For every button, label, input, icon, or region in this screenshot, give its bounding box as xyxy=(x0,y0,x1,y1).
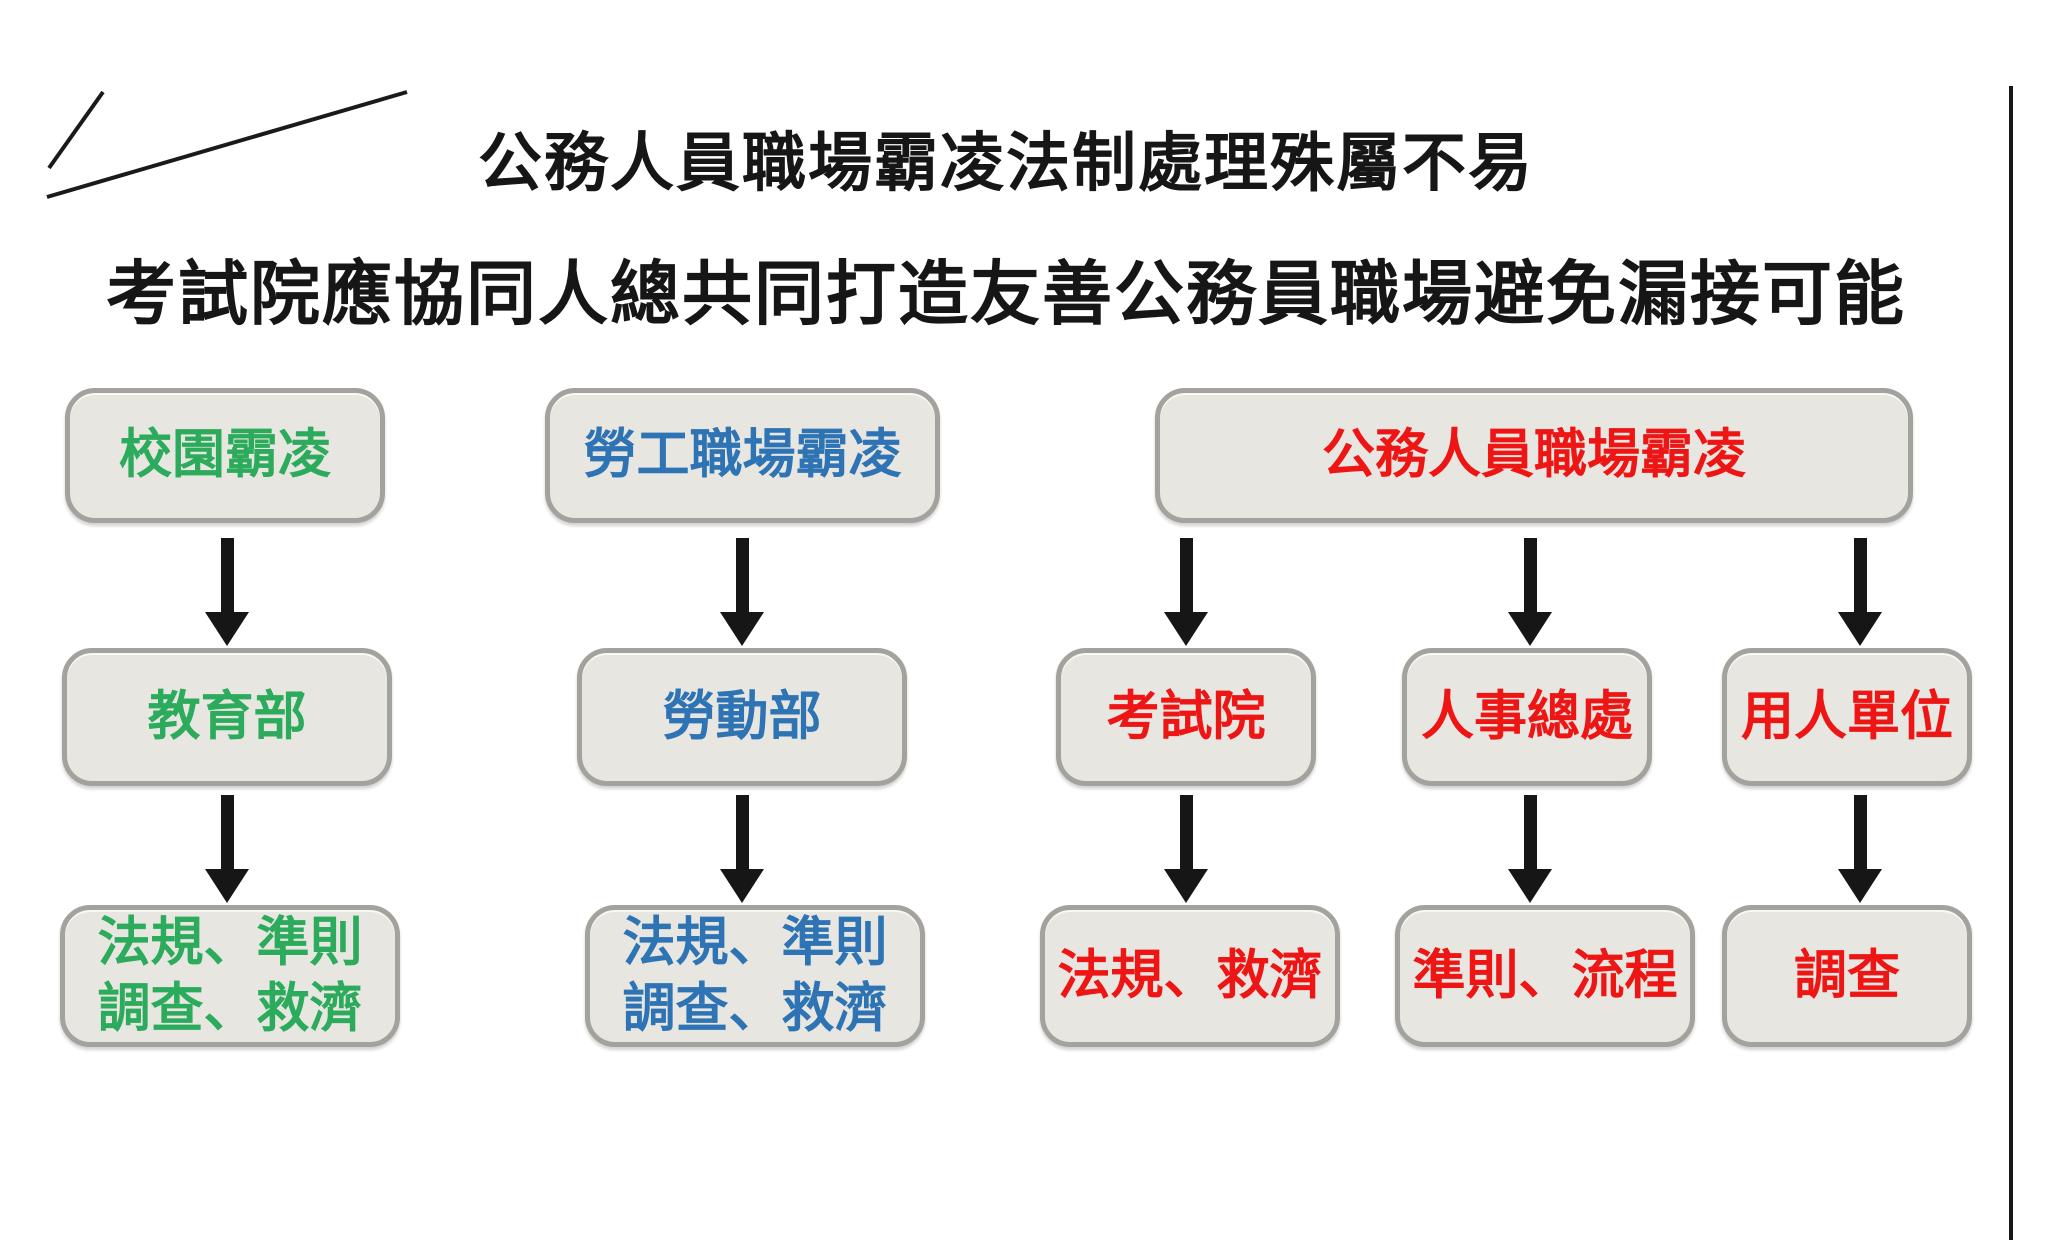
arrow-down-icon xyxy=(1838,795,1882,903)
arrow-down-icon xyxy=(720,795,764,903)
node-civil-servant-workplace-bullying: 公務人員職場霸凌 xyxy=(1155,388,1913,523)
node-exam-yuan-measures: 法規、救濟 xyxy=(1040,905,1340,1047)
arrow-down-icon xyxy=(1508,538,1552,646)
arrow-down-icon xyxy=(205,795,249,903)
node-ministry-of-labor: 勞動部 xyxy=(577,648,907,786)
node-personnel-measures: 準則、流程 xyxy=(1395,905,1695,1047)
node-labor-workplace-bullying: 勞工職場霸凌 xyxy=(545,388,940,523)
arrow-down-icon xyxy=(720,538,764,646)
slide-title-line2: 考試院應協同人總共同打造友善公務員職場避免漏接可能 xyxy=(106,255,1906,333)
arrow-down-icon xyxy=(1164,795,1208,903)
arrow-down-icon xyxy=(1164,538,1208,646)
arrow-down-icon xyxy=(205,538,249,646)
node-employing-agency: 用人單位 xyxy=(1722,648,1972,786)
pen-stroke-decoration xyxy=(46,90,408,199)
node-personnel-administration: 人事總處 xyxy=(1402,648,1652,786)
node-labor-measures: 法規、準則 調查、救濟 xyxy=(585,905,925,1047)
node-examination-yuan: 考試院 xyxy=(1056,648,1316,786)
page-edge-line xyxy=(2009,86,2013,1240)
node-school-bullying: 校園霸凌 xyxy=(65,388,385,523)
node-agency-measures: 調查 xyxy=(1722,905,1972,1047)
node-ministry-of-education: 教育部 xyxy=(62,648,392,786)
slide-title-line1: 公務人員職場霸凌法制處理殊屬不易 xyxy=(478,127,1534,199)
arrow-down-icon xyxy=(1838,538,1882,646)
arrow-down-icon xyxy=(1508,795,1552,903)
node-school-measures: 法規、準則 調查、救濟 xyxy=(60,905,400,1047)
